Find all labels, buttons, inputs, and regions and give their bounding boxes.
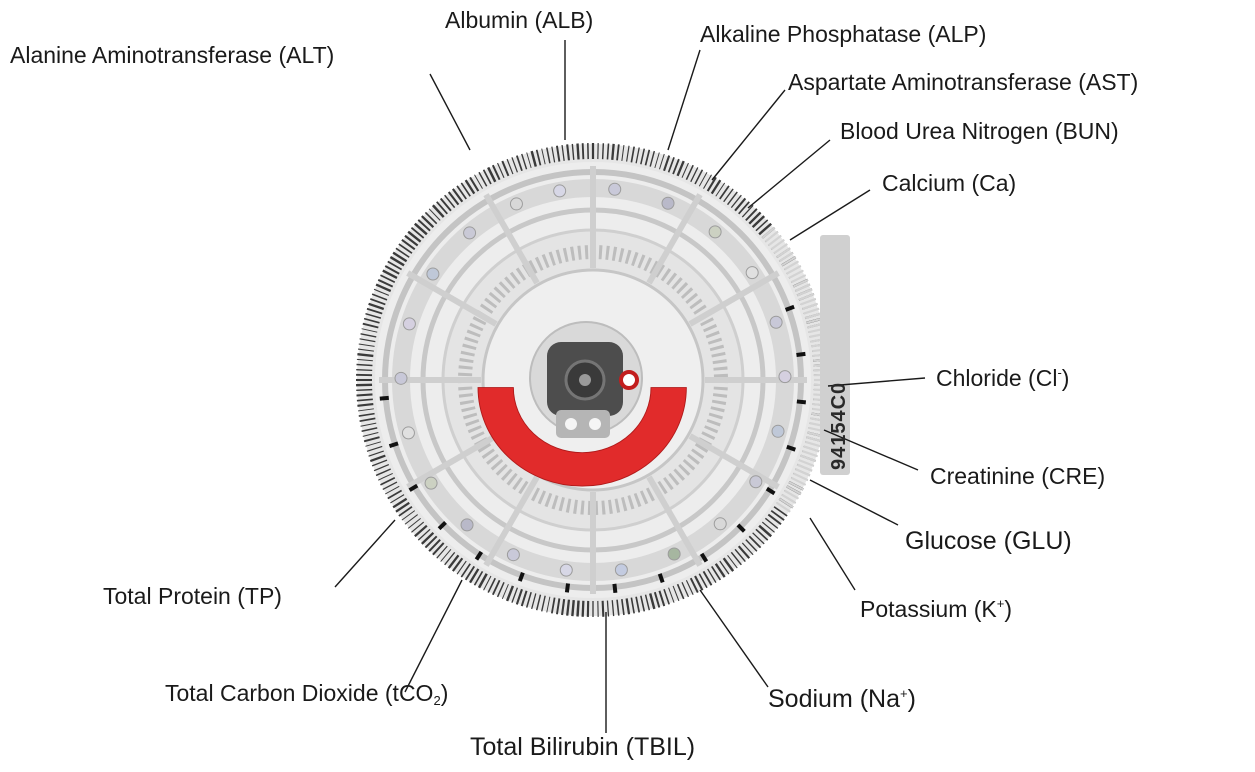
timing-marker	[614, 584, 615, 593]
cuvette-well	[770, 316, 782, 328]
label-alp: Alkaline Phosphatase (ALP)	[700, 23, 986, 46]
cuvette-well	[403, 318, 415, 330]
leader-line	[700, 590, 768, 687]
leader-line	[790, 190, 870, 240]
barcode-tick	[583, 143, 584, 159]
cuvette-well	[425, 477, 437, 489]
label-cl-close: )	[1062, 365, 1070, 391]
cuvette-well	[507, 549, 519, 561]
barcode-tick	[577, 144, 578, 160]
cuvette-well	[427, 268, 439, 280]
leader-line	[810, 480, 898, 525]
hub-lens-center	[579, 374, 591, 386]
cuvette-well	[560, 564, 572, 576]
cuvette-well	[464, 227, 476, 239]
cuvette-well	[662, 197, 674, 209]
sample-port	[621, 372, 637, 388]
label-tco2-sub: 2	[433, 693, 440, 708]
barcode-tick	[603, 601, 604, 617]
label-tco2-close: )	[441, 680, 449, 706]
leader-line	[748, 140, 830, 208]
disc-serial-number: 94154C0	[828, 382, 851, 470]
label-tbil: Total Bilirubin (TBIL)	[470, 735, 695, 760]
label-ca: Calcium (Ca)	[882, 172, 1016, 195]
leader-line	[668, 50, 700, 150]
cuvette-well	[714, 518, 726, 530]
label-ast: Aspartate Aminotransferase (AST)	[788, 71, 1138, 94]
barcode-tick	[356, 390, 372, 391]
barcode-tick	[607, 144, 608, 160]
cuvette-well	[772, 425, 784, 437]
label-glu: Glucose (GLU)	[905, 529, 1072, 554]
barcode-tick	[356, 370, 372, 371]
label-na-close: )	[908, 685, 916, 713]
timing-marker	[389, 443, 398, 446]
timing-marker	[797, 401, 806, 402]
leader-line	[712, 90, 785, 180]
cuvette-well	[746, 267, 758, 279]
hub-tab	[556, 410, 610, 438]
timing-marker	[796, 354, 805, 355]
label-alt: Alanine Aminotransferase (ALT)	[10, 44, 334, 67]
label-cre: Creatinine (CRE)	[930, 465, 1105, 488]
label-tco2: Total Carbon Dioxide (tCO2)	[165, 682, 448, 707]
cuvette-well	[709, 226, 721, 238]
label-tco2-text: Total Carbon Dioxide (tCO	[165, 680, 433, 706]
cuvette-well	[750, 476, 762, 488]
cuvette-well	[668, 548, 680, 560]
barcode-tick	[357, 394, 373, 395]
leader-line	[335, 520, 395, 587]
label-cl-text: Chloride (Cl	[936, 365, 1057, 391]
cuvette-well	[609, 183, 621, 195]
hub-tab-hole-left	[565, 418, 577, 430]
leader-line	[405, 580, 462, 692]
barcode-tick	[612, 144, 613, 160]
barcode-tick	[577, 601, 578, 617]
timing-marker	[567, 583, 568, 592]
barcode-tick	[357, 364, 373, 365]
leader-line	[810, 518, 855, 590]
cuvette-well	[461, 519, 473, 531]
label-na-text: Sodium (Na	[768, 685, 900, 713]
label-alb: Albumin (ALB)	[445, 9, 593, 32]
timing-marker	[660, 574, 663, 583]
barcode-tick	[583, 601, 584, 617]
cuvette-well	[779, 371, 791, 383]
cuvette-well	[395, 372, 407, 384]
cuvette-well	[615, 564, 627, 576]
label-tp: Total Protein (TP)	[103, 585, 282, 608]
label-k-close: )	[1004, 596, 1012, 622]
leader-line	[430, 74, 470, 150]
label-cl: Chloride (Cl-)	[936, 366, 1069, 390]
timing-marker	[380, 398, 389, 399]
barcode-tick	[572, 600, 573, 616]
cuvette-well	[554, 185, 566, 197]
label-k-text: Potassium (K	[860, 596, 997, 622]
label-k: Potassium (K+)	[860, 597, 1012, 621]
barcode-tick	[603, 143, 604, 159]
label-bun: Blood Urea Nitrogen (BUN)	[840, 120, 1119, 143]
cuvette-well	[510, 198, 522, 210]
label-na-sup: +	[900, 686, 908, 701]
timing-marker	[787, 447, 796, 450]
hub-tab-hole-right	[589, 418, 601, 430]
label-na: Sodium (Na+)	[768, 687, 916, 712]
cuvette-well	[402, 427, 414, 439]
